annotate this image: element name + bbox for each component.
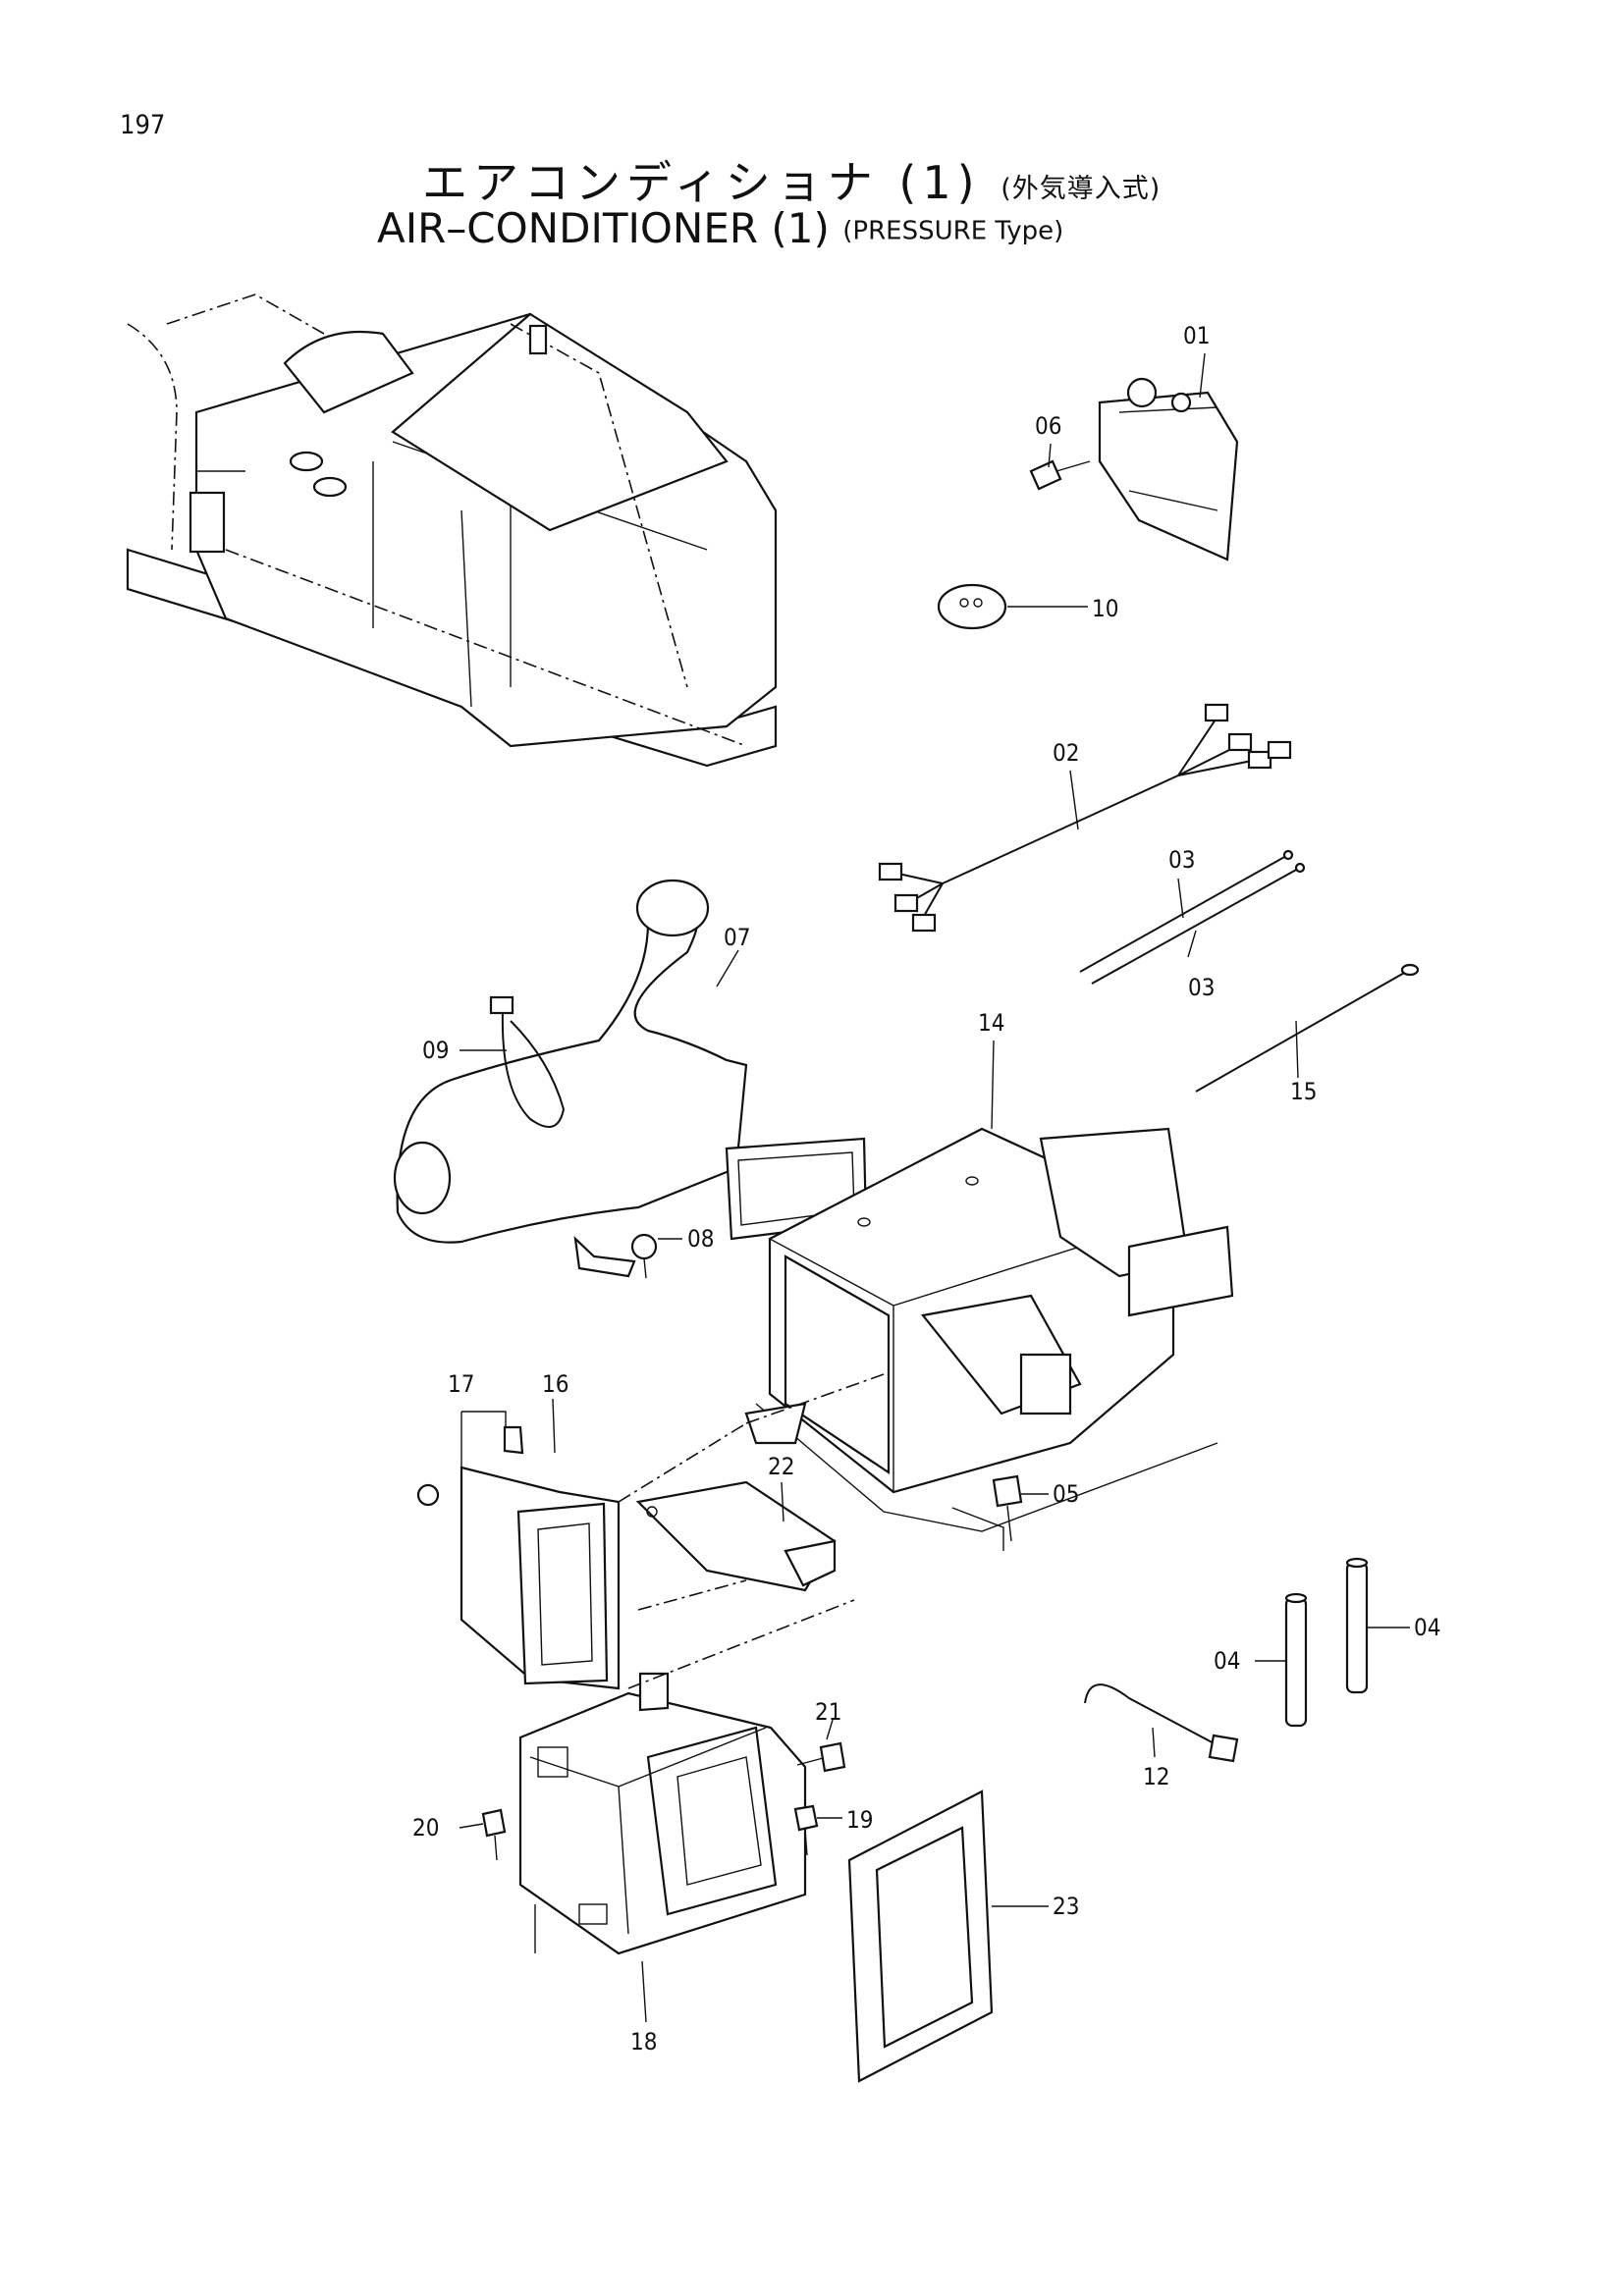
- callout-09: 09: [422, 1037, 449, 1064]
- callout-labels: 01 06 10 02 03 03 07 09 14 15 08 17 16 2…: [412, 322, 1440, 2056]
- part-08-bolt: [573, 1233, 658, 1279]
- part-17-screw: [416, 1411, 524, 1507]
- part-12-strap: [1084, 1683, 1239, 1763]
- callout-02: 02: [1053, 739, 1079, 767]
- callout-17: 17: [448, 1370, 474, 1398]
- part-02-wire-harness: [878, 703, 1292, 933]
- title-japanese-main: エアコンディショナ (1): [422, 156, 981, 209]
- page-number: 197: [120, 110, 166, 140]
- callout-03-upper: 03: [1168, 846, 1195, 874]
- title-english-sub: (PRESSURE Type): [842, 216, 1064, 246]
- callout-10: 10: [1092, 595, 1118, 622]
- callout-12: 12: [1143, 1763, 1169, 1790]
- part-19-bolt: [793, 1804, 819, 1856]
- callout-06: 06: [1035, 412, 1061, 440]
- cab-console-illustration: [126, 294, 778, 768]
- part-14-heater-unit: [744, 1127, 1234, 1532]
- callout-08: 08: [687, 1225, 714, 1253]
- callout-04-left: 04: [1214, 1647, 1240, 1675]
- callout-01: 01: [1183, 322, 1210, 349]
- callout-18: 18: [630, 2028, 657, 2056]
- part-20-bolt: [481, 1808, 507, 1861]
- part-22-plate: [635, 1480, 837, 1592]
- callout-19: 19: [846, 1806, 873, 1834]
- part-07-duct: [393, 879, 868, 1244]
- part-04-tube-b: [1345, 1557, 1369, 1694]
- title-english-main: AIR–CONDITIONER (1): [377, 204, 830, 252]
- title-japanese: エアコンディショナ (1) (外気導入式): [422, 147, 1161, 212]
- part-16-duct-outlet: [460, 1466, 621, 1690]
- callout-leader-lines: [459, 352, 1410, 2023]
- callout-23: 23: [1053, 1893, 1079, 1920]
- callout-07: 07: [724, 924, 750, 951]
- part-15-thermo-wire: [1195, 963, 1420, 1093]
- part-18-case: [518, 1599, 855, 1955]
- part-04-tube-a: [1284, 1592, 1308, 1728]
- callout-20: 20: [412, 1814, 439, 1842]
- callout-14: 14: [978, 1009, 1004, 1037]
- part-06-screw: [1029, 459, 1091, 491]
- part-09-harness-clip: [489, 995, 566, 1128]
- callout-16: 16: [542, 1370, 568, 1398]
- part-10-grommet: [937, 583, 1007, 630]
- callout-05: 05: [1053, 1480, 1079, 1508]
- assembly-dashed-lines: [618, 1373, 885, 1611]
- part-23-foam-frame: [847, 1789, 994, 2083]
- part-05-bolt: [951, 1474, 1023, 1551]
- part-21-bolt: [796, 1741, 846, 1773]
- title-english: AIR–CONDITIONER (1) (PRESSURE Type): [377, 204, 1063, 252]
- callout-22: 22: [768, 1453, 794, 1480]
- callout-21: 21: [815, 1698, 841, 1726]
- callout-04-right: 04: [1414, 1614, 1440, 1641]
- callout-15: 15: [1290, 1078, 1317, 1105]
- part-01-control-panel: [1098, 377, 1239, 561]
- callout-03-lower: 03: [1188, 974, 1215, 1001]
- title-japanese-sub: (外気導入式): [1001, 174, 1162, 204]
